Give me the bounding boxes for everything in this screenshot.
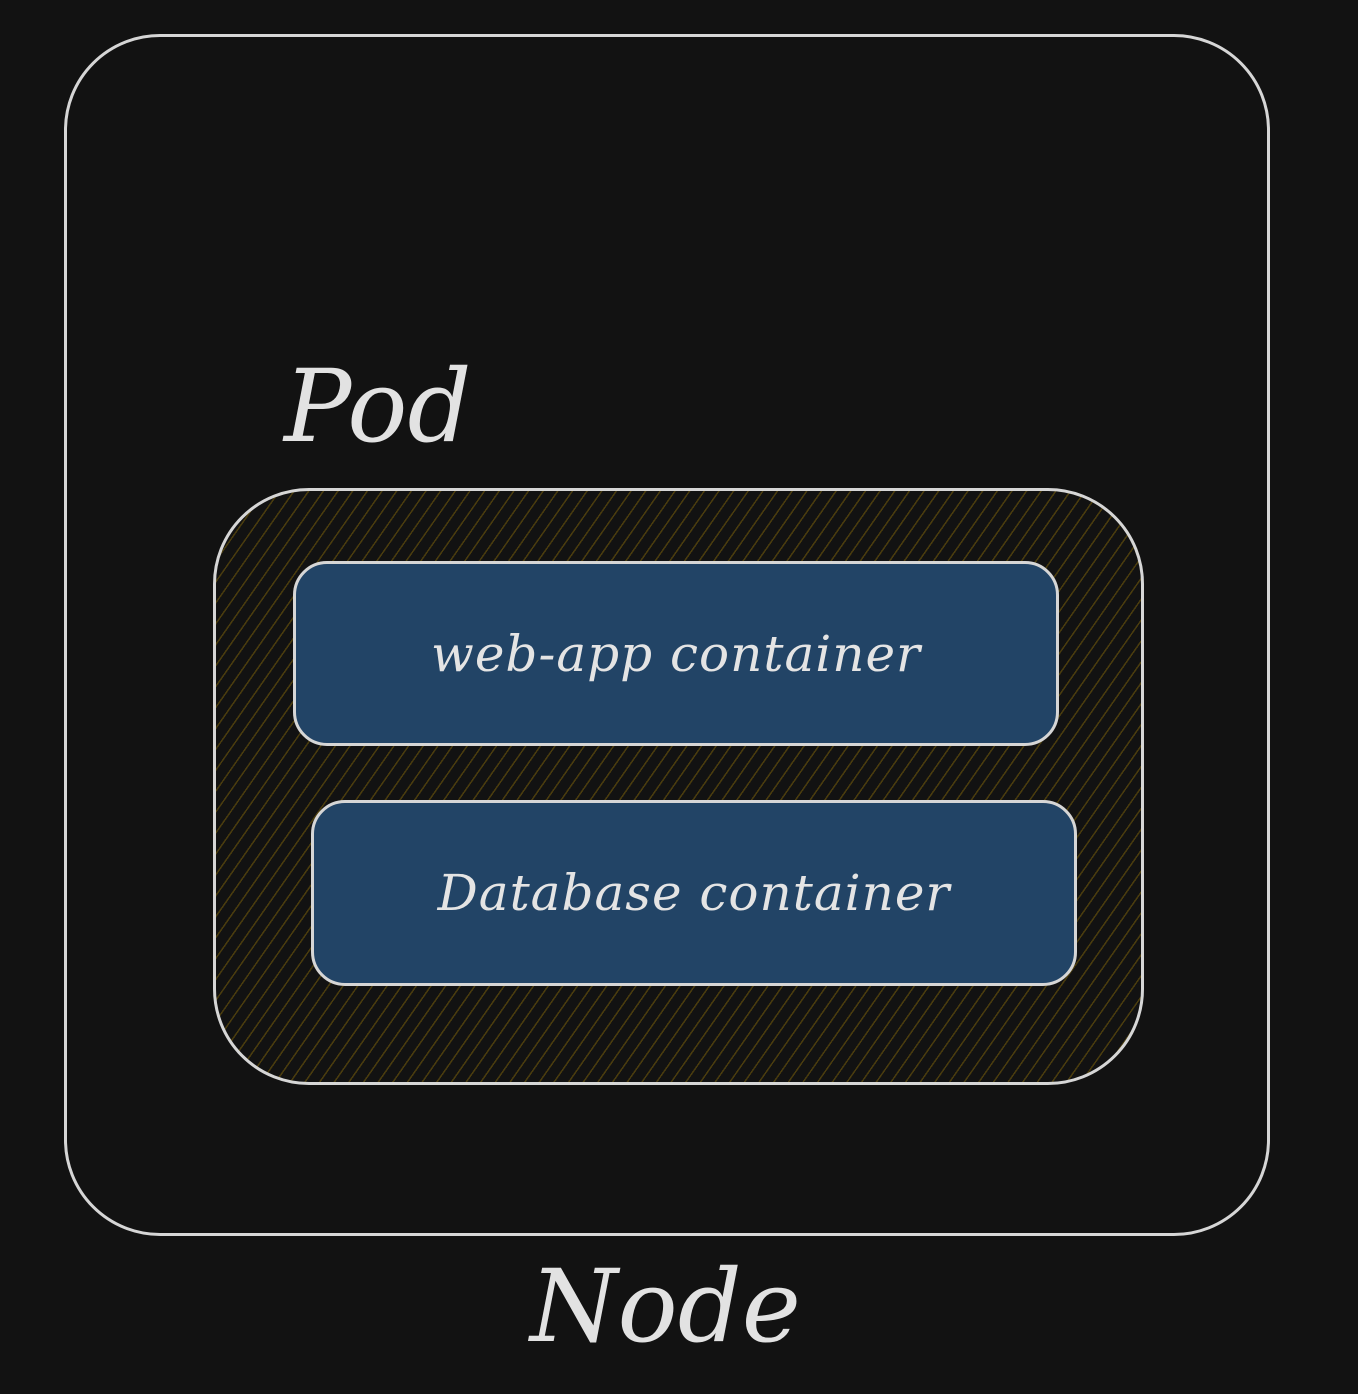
web-app-container-box: web-app container xyxy=(293,561,1059,746)
node-label: Node xyxy=(530,1248,801,1365)
database-container-box: Database container xyxy=(311,800,1077,986)
pod-label: Pod xyxy=(284,348,472,465)
node-box xyxy=(64,34,1270,1236)
database-container-label: Database container xyxy=(437,864,951,922)
web-app-container-label: web-app container xyxy=(431,624,921,683)
